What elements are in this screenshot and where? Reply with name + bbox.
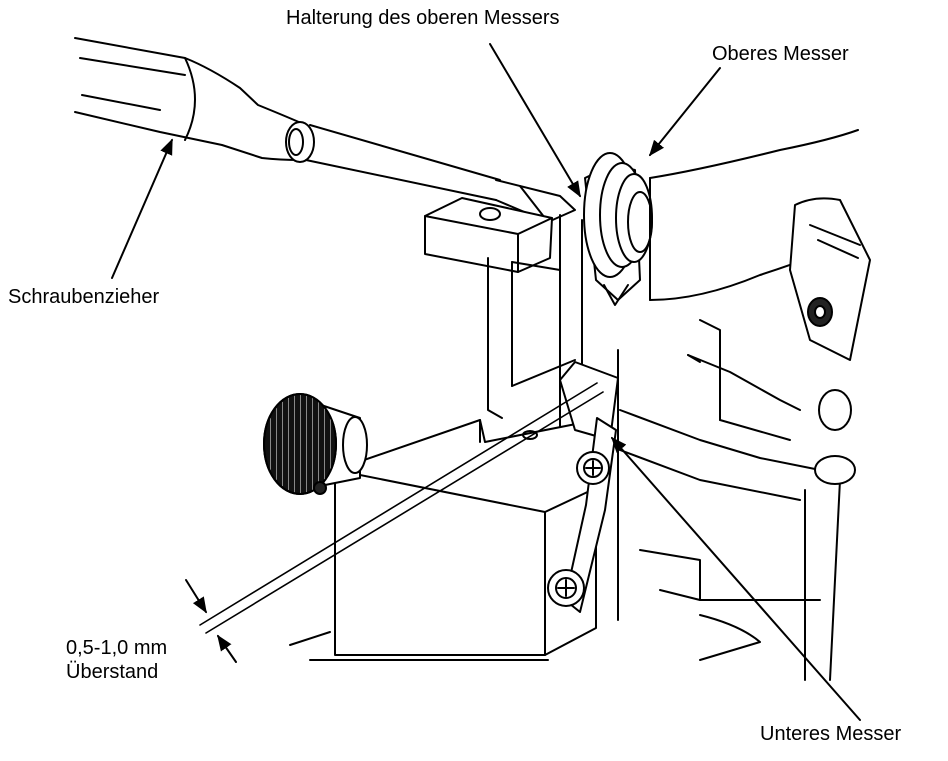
- top-block: [424, 197, 553, 273]
- lower-block: [334, 361, 619, 656]
- knurled-knob-icon: [263, 393, 368, 495]
- tolerance-gap: [185, 382, 604, 663]
- screwdriver-icon: [74, 37, 576, 223]
- label-upper-knife-holder: Halterung des oberen Messers: [286, 7, 560, 29]
- base-plate: [289, 354, 856, 681]
- leader-lines: [111, 43, 861, 721]
- circular-knife-icon: [583, 152, 653, 278]
- label-upper-knife: Oberes Messer: [712, 43, 849, 65]
- label-lower-knife: Unteres Messer: [760, 723, 902, 745]
- label-tolerance: 0,5-1,0 mm: [66, 637, 168, 659]
- label-overhang: Überstand: [66, 661, 159, 683]
- motor-housing: [649, 129, 871, 361]
- label-screwdriver: Schraubenzieher: [8, 286, 160, 308]
- screw-icon: [547, 451, 610, 607]
